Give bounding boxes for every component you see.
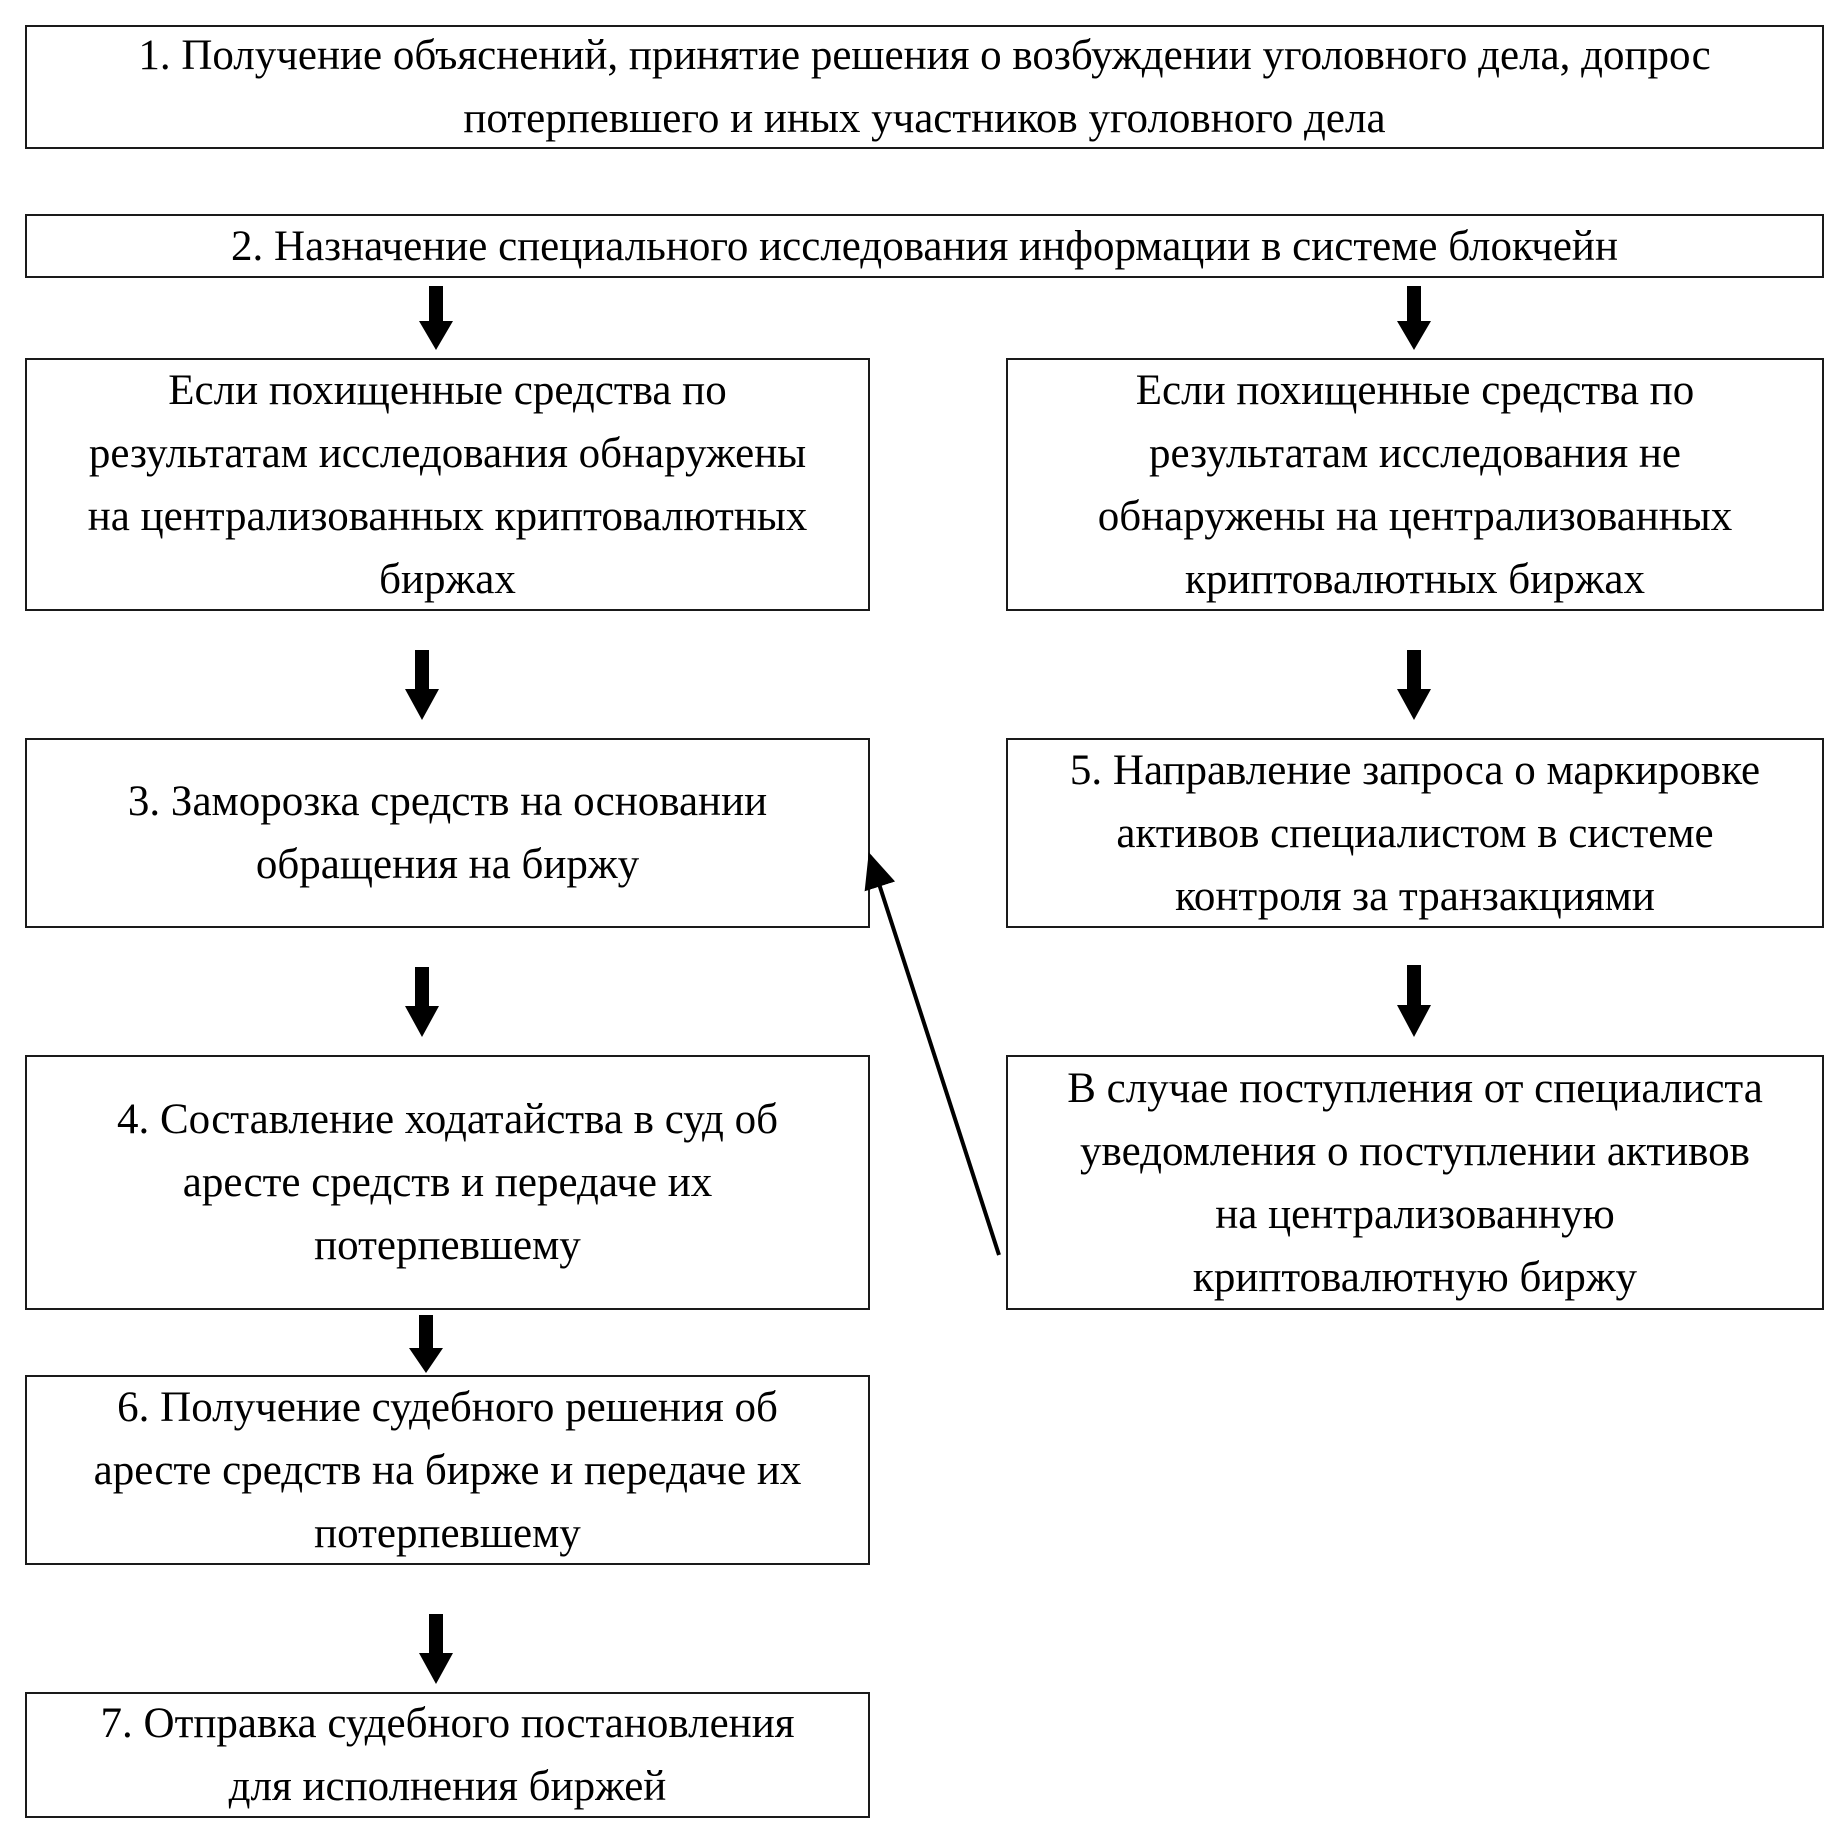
- not-found-on-exchanges-box: Если похищенные средства по результатам …: [1006, 358, 1824, 611]
- found-on-exchanges-box: Если похищенные средства по результатам …: [25, 358, 870, 611]
- step-4-text: 4. Составление ходатайства в суд об арес…: [116, 1096, 779, 1269]
- step-5-box: 5. Направление запроса о маркировке акти…: [1006, 738, 1824, 928]
- block-arrow-step3-to-step4: [405, 967, 439, 1037]
- step-3-text: 3. Заморозка средств на основании обраще…: [127, 778, 768, 888]
- step-2-text: 2. Назначение специального исследования …: [231, 222, 1618, 270]
- step-4-box: 4. Составление ходатайства в суд об арес…: [25, 1055, 870, 1310]
- block-arrow-not-found-to-step5: [1397, 650, 1431, 720]
- block-arrow-step6-to-step7: [419, 1614, 453, 1684]
- step-7-box: 7. Отправка судебного постановления для …: [25, 1692, 870, 1818]
- block-arrow-step2-to-not-found: [1397, 286, 1431, 350]
- step-6-text: 6. Получение судебного решения об аресте…: [93, 1383, 802, 1557]
- step-1-text: 1. Получение объяснений, принятие решени…: [138, 32, 1711, 142]
- block-arrow-step5-to-notification: [1397, 965, 1431, 1037]
- step-6-box: 6. Получение судебного решения об аресте…: [25, 1375, 870, 1565]
- notification-text: В случае поступления от специалиста увед…: [1067, 1064, 1763, 1301]
- block-arrow-step4-to-step6: [409, 1315, 443, 1373]
- not-found-on-exchanges-text: Если похищенные средства по результатам …: [1097, 366, 1733, 603]
- step-7-text: 7. Отправка судебного постановления для …: [100, 1700, 795, 1810]
- block-arrow-step2-to-found: [419, 286, 453, 350]
- found-on-exchanges-text: Если похищенные средства по результатам …: [87, 366, 808, 603]
- step-1-box: 1. Получение объяснений, принятие решени…: [25, 25, 1824, 149]
- line-arrow-notification-to-step3: [864, 852, 1001, 1256]
- step-3-box: 3. Заморозка средств на основании обраще…: [25, 738, 870, 928]
- step-2-box: 2. Назначение специального исследования …: [25, 214, 1824, 278]
- step-5-text: 5. Направление запроса о маркировке акти…: [1069, 746, 1761, 920]
- block-arrow-found-to-step3: [405, 650, 439, 720]
- notification-box: В случае поступления от специалиста увед…: [1006, 1055, 1824, 1310]
